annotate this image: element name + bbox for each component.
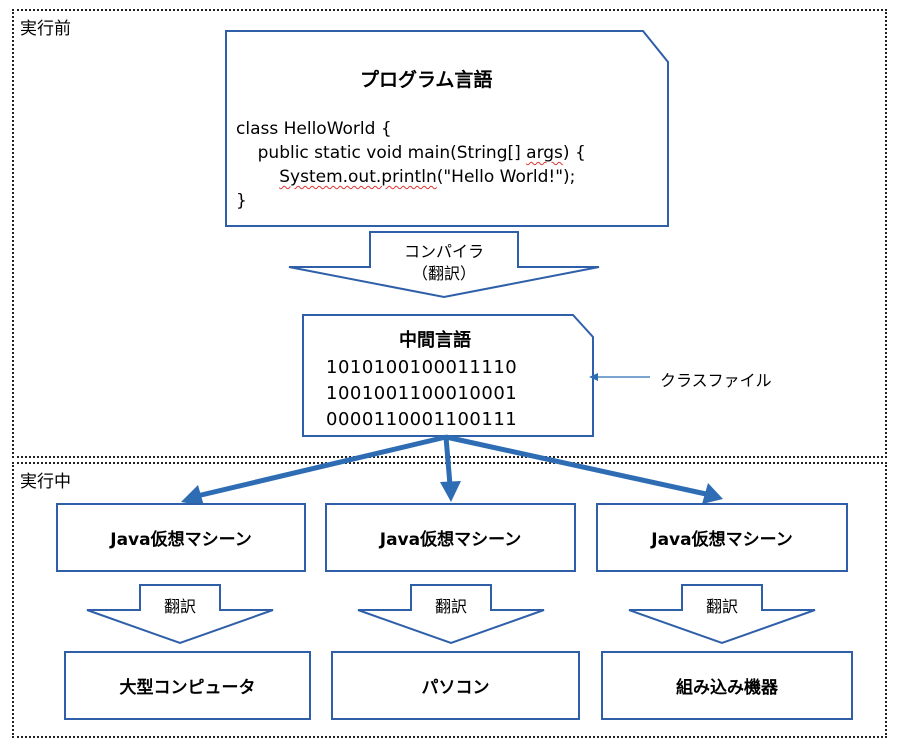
code-line-2-arg: args xyxy=(526,143,563,163)
jvm-label-2: Java仮想マシーン xyxy=(379,530,522,550)
code-line-2: public static void main(String[] args) { xyxy=(236,143,586,163)
intermediate-title: 中間言語 xyxy=(399,330,471,351)
intermediate-box-shape xyxy=(302,314,594,437)
translate-label-1: 翻訳 xyxy=(163,597,196,616)
program-code: class HelloWorld { public static void ma… xyxy=(236,117,586,213)
code-line-1: class HelloWorld { xyxy=(236,119,392,139)
translate-arrow-shape-3 xyxy=(628,584,816,645)
compiler-arrow-shape xyxy=(288,231,600,299)
target-box-shape-2 xyxy=(331,651,580,720)
jvm-label-3: Java仮想マシーン xyxy=(651,530,793,550)
translate-label-3: 翻訳 xyxy=(705,597,738,616)
code-line-2-pre: public static void main(String[] xyxy=(257,143,527,163)
arrow-to-jvm-left xyxy=(196,434,447,499)
translate-arrow-shape-1 xyxy=(86,584,274,645)
compiler-label: コンパイラ xyxy=(403,242,484,261)
compiler-sub-label: （翻訳） xyxy=(411,264,476,283)
program-box-title: プログラム言語 xyxy=(360,69,493,91)
arrow-to-jvm-center xyxy=(443,436,453,486)
code-line-2-post: ) { xyxy=(562,143,586,163)
class-file-pointer-head xyxy=(589,373,598,381)
during-region-label: 実行中 xyxy=(20,472,71,492)
target-box-shape-1 xyxy=(64,651,311,720)
target-box-shape-3 xyxy=(601,651,853,720)
arrow-to-jvm-right-head xyxy=(702,483,723,504)
translate-label-2: 翻訳 xyxy=(434,597,467,616)
jvm-box-shape-2 xyxy=(325,503,576,572)
translate-arrow-shape-2 xyxy=(357,584,545,645)
program-box-shape xyxy=(225,30,669,227)
code-line-3-pre: System.out.println xyxy=(279,167,437,187)
arrow-to-jvm-center-head xyxy=(440,481,461,502)
arrow-to-jvm-right xyxy=(445,434,707,497)
target-label-pc: パソコン xyxy=(421,678,490,698)
before-region-label: 実行前 xyxy=(20,19,71,39)
code-line-4: } xyxy=(236,191,247,211)
arrow-to-jvm-left-head xyxy=(181,485,204,506)
target-label-embedded: 組み込み機器 xyxy=(676,678,778,698)
target-label-mainframe: 大型コンピュータ xyxy=(119,678,256,698)
class-file-label: クラスファイル xyxy=(660,371,772,390)
jvm-box-shape-3 xyxy=(596,503,848,572)
bit-row-2: 1001001100010001 xyxy=(326,383,518,404)
jvm-box-shape-1 xyxy=(56,503,306,572)
jvm-label-1: Java仮想マシーン xyxy=(110,530,252,550)
code-line-3-post: ("Hello World!"); xyxy=(436,167,576,187)
bit-row-3: 0000110001100111 xyxy=(326,409,518,430)
bit-row-1: 1010100100011110 xyxy=(326,357,518,378)
code-line-3: System.out.println("Hello World!"); xyxy=(236,167,575,187)
